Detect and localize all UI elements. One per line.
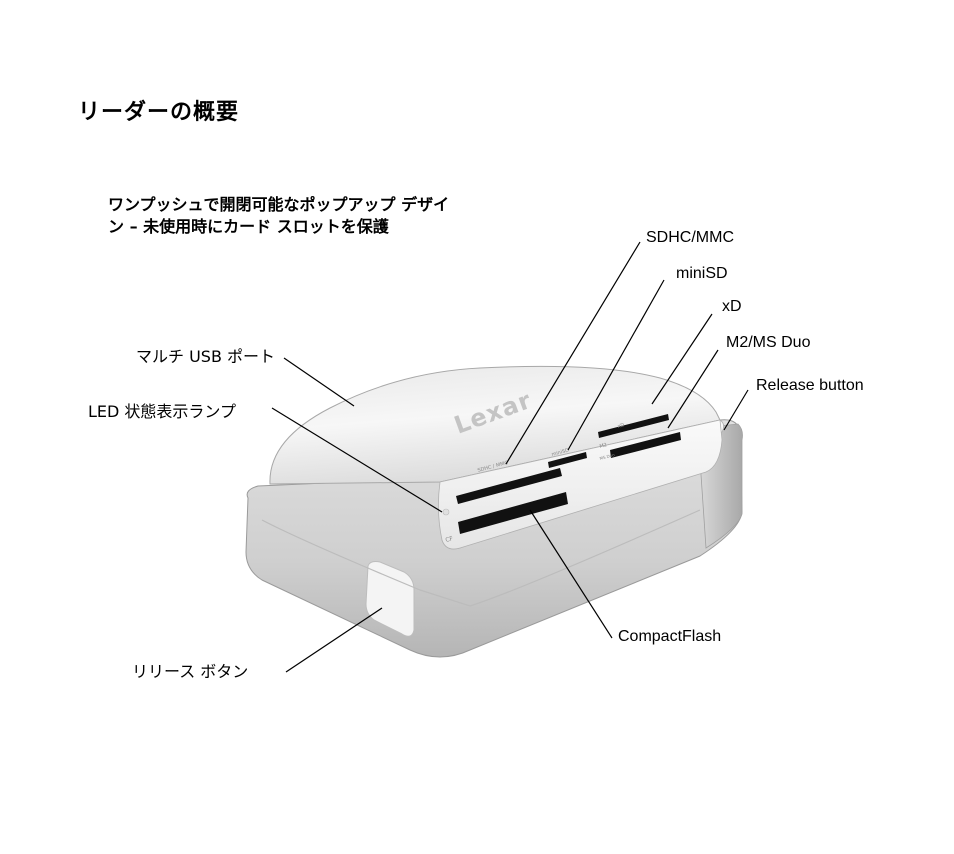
- label-compactflash: CompactFlash: [618, 628, 722, 645]
- led-indicator: [442, 508, 450, 516]
- callout-led: [271, 407, 443, 513]
- page-title: リーダーの概要: [78, 100, 240, 125]
- callout-release-jp: [285, 607, 383, 673]
- label-release-button-en: Release button: [756, 377, 864, 394]
- callout-sdhc: [505, 241, 641, 465]
- callout-minisd: [567, 279, 665, 451]
- slot-label-minisd: miniSD: [551, 447, 570, 457]
- callout-m2: [667, 349, 719, 429]
- slot-xd: [598, 414, 669, 438]
- description-line-1: ワンプッシュで開閉可能なポップアップ デザイ: [108, 195, 450, 214]
- label-multi-usb-port: マルチ USB ポート: [136, 347, 276, 366]
- callout-usb-port: [283, 357, 355, 407]
- label-release-button-jp: リリース ボタン: [132, 662, 249, 681]
- popup-design-description: ワンプッシュで開閉可能なポップアップ デザイ ン – 未使用時にカード スロット…: [108, 194, 449, 238]
- reader-lid: [269, 365, 721, 485]
- release-button-shape: [365, 561, 415, 637]
- slot-label-xd: xD: [617, 422, 625, 430]
- slot-label-m2: M2: [599, 442, 608, 450]
- slot-cf: [458, 492, 568, 534]
- label-led-status-lamp: LED 状態表示ランプ: [88, 402, 236, 421]
- label-sdhc-mmc: SDHC/MMC: [646, 229, 734, 246]
- slot-m2-ms: [610, 432, 681, 458]
- slot-label-ms-duo: MS Duo: [599, 452, 616, 461]
- slot-label-cf: CF: [445, 535, 455, 544]
- callout-release-en: [723, 389, 749, 431]
- callout-cf: [529, 509, 613, 639]
- slot-sdhc-mmc: [456, 468, 562, 504]
- label-m2-ms-duo: M2/MS Duo: [726, 334, 811, 351]
- label-xd: xD: [722, 298, 742, 315]
- label-minisd: miniSD: [676, 265, 728, 282]
- slot-minisd: [548, 452, 587, 468]
- callout-xd: [651, 313, 713, 405]
- callout-lines: [271, 241, 749, 673]
- description-line-2: ン – 未使用時にカード スロットを保護: [108, 217, 389, 236]
